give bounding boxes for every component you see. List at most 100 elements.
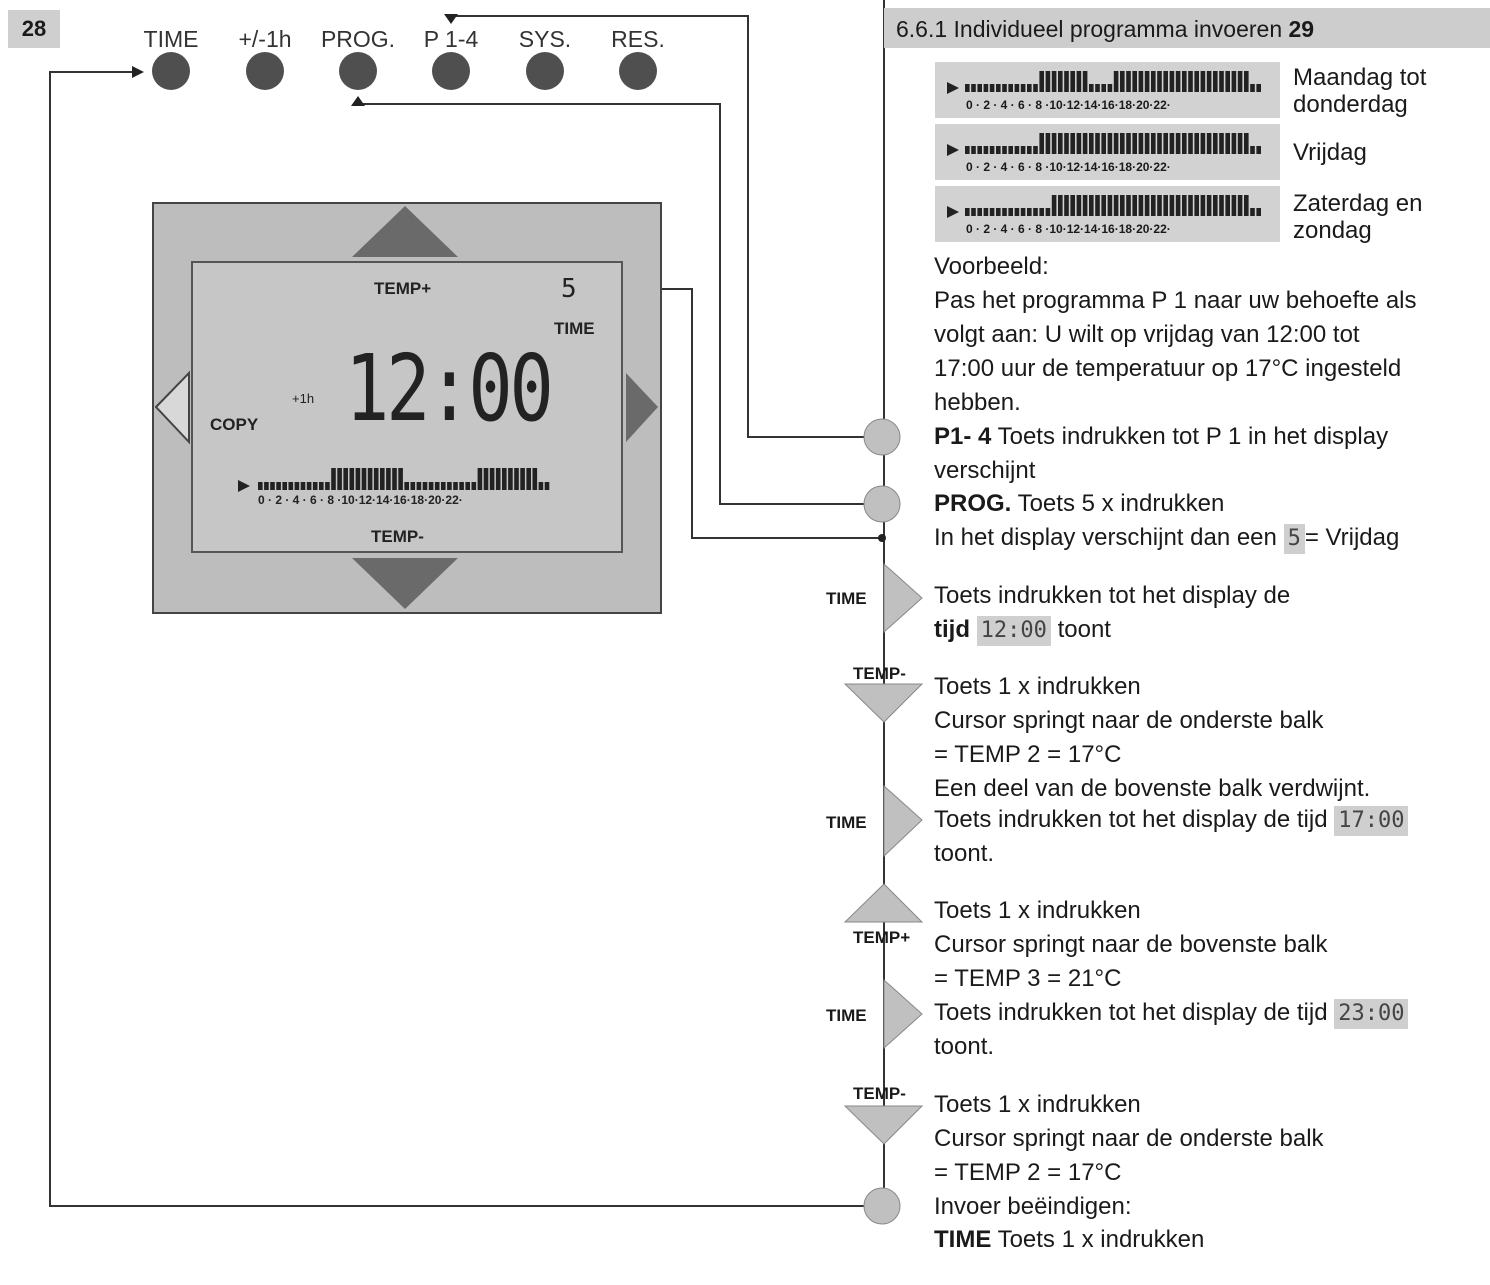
program-bar-segment [1070, 133, 1075, 154]
lcd-temp-plus: TEMP+ [374, 279, 432, 298]
program-bar-segment [1250, 84, 1255, 92]
time-step-3-label: TIME [826, 1006, 867, 1025]
program-bar-segment [1120, 195, 1125, 216]
display-arrow-keys [154, 206, 658, 609]
program-thumb-mon-thu [935, 62, 1280, 118]
program-bar-segment [1138, 133, 1144, 154]
example-line: Pas het programma P 1 naar uw behoefte a… [934, 287, 1417, 314]
program-bar-segment [306, 482, 312, 490]
example-line: volgt aan: U wilt op vrijdag van 12:00 t… [934, 321, 1360, 348]
program-bar-segment [1237, 195, 1243, 216]
cursor-arrow-icon [947, 144, 959, 156]
lcd-day-digit: 5 [561, 274, 577, 304]
time-button[interactable] [152, 52, 190, 90]
program-bar-segment [502, 468, 507, 490]
program-bar-segment [989, 146, 995, 154]
prog-step-text: PROG. Toets 5 x indrukken [934, 490, 1225, 517]
program-bar-segment [1120, 133, 1125, 154]
time-step-3-line2: toont. [934, 1033, 995, 1060]
prog-button-label: PROG. [320, 26, 396, 52]
res-button-label: RES. [611, 26, 665, 52]
time-step-2-line: Toets indrukken tot het display de tijd … [934, 803, 1409, 837]
program-bar-segment [1039, 71, 1044, 92]
program-bar-segment [1188, 195, 1193, 216]
program-bar-segment [1237, 71, 1243, 92]
program-bar-segment [270, 482, 275, 490]
program-thumb-scale: 0 · 2 · 4 · 6 · 8 ·10·12·14·16·18·20·22· [966, 222, 1171, 236]
temp-plus-step-line: = TEMP 3 = 21°C [934, 965, 1122, 992]
program-bar-segment [1076, 133, 1082, 154]
p14-key: P1- 4 [934, 423, 992, 450]
program-bar-segment [996, 84, 1001, 92]
lcd-time-label: TIME [554, 319, 595, 338]
program-bar-segment [1008, 208, 1013, 216]
program-bar-segment [1033, 84, 1038, 92]
final-step-text: TIME Toets 1 x indrukken [934, 1226, 1205, 1253]
time-step-2-arrow [883, 784, 923, 858]
program-bar-segment [489, 468, 495, 490]
lcd-screen [191, 261, 623, 553]
final-key: TIME [934, 1226, 992, 1253]
program-bar-segment [508, 468, 513, 490]
program-bar-segment [965, 84, 970, 92]
program-thumb-fri [935, 124, 1280, 180]
program-bar-segment [1169, 71, 1175, 92]
program-bar-segment [977, 84, 982, 92]
program-bar-segment [965, 208, 970, 216]
program-bar-segment [1163, 133, 1168, 154]
program-bar-segment [1144, 195, 1150, 216]
program-bar-segment [1175, 133, 1181, 154]
program-bar-segment [1082, 133, 1088, 154]
down-arrow-icon [352, 558, 458, 609]
program-bar-segment [1194, 195, 1199, 216]
program-bar-segment [1231, 71, 1237, 92]
prog-button[interactable] [339, 52, 377, 90]
program-bar-segment [983, 146, 989, 154]
temp-minus-step-1-arrow [843, 683, 924, 723]
program-bar-segment [1256, 84, 1261, 92]
sys-button[interactable] [526, 52, 564, 90]
lcd-temp-minus: TEMP- [371, 527, 424, 546]
p14-step-text-2: verschijnt [934, 457, 1036, 484]
temp-minus-step-1-line: = TEMP 2 = 17°C [934, 741, 1122, 768]
plus-minus-1h-button-label: +/-1h [238, 26, 292, 52]
time-step-1-line: Toets indrukken tot het display de [934, 582, 1291, 609]
program-bar-segment [977, 146, 982, 154]
program-bar-segment [1206, 195, 1212, 216]
program-bar-segment [1244, 195, 1249, 216]
program-bar-segment [276, 482, 281, 490]
program-bar-segment [996, 146, 1001, 154]
program-bar-segment [337, 468, 342, 490]
p14-button[interactable] [432, 52, 470, 90]
program-bar-segment [1225, 71, 1230, 92]
program-bar-segment [971, 208, 976, 216]
plus-minus-1h-button[interactable] [246, 52, 284, 90]
program-bar-segment [1113, 195, 1119, 216]
day-label-fri: Vrijdag [1293, 139, 1367, 166]
temp-minus-step-2-line: Cursor springt naar de onderste balk [934, 1125, 1324, 1152]
program-bar-segment [1082, 71, 1088, 92]
res-button[interactable] [619, 52, 657, 90]
program-bar-segment [1132, 195, 1137, 216]
time-badge-1200: 12:00 [976, 616, 1051, 646]
program-bar-segment [1256, 208, 1261, 216]
display-digit-badge: 5 [1283, 524, 1305, 554]
program-bar-segment [349, 468, 355, 490]
program-bar-segment [325, 482, 330, 490]
program-bar-segment [989, 84, 995, 92]
program-bar-segment [1113, 133, 1119, 154]
program-bar-segment [1200, 195, 1206, 216]
program-bar-segment [526, 468, 531, 490]
program-bar-segment [1256, 146, 1261, 154]
program-bar-segment [1138, 71, 1144, 92]
program-bar-segment [1225, 133, 1230, 154]
lcd-copy: COPY [210, 415, 259, 434]
program-bar-segment [1027, 84, 1032, 92]
prog-key: PROG. [934, 490, 1012, 517]
program-bar-segment [1089, 133, 1094, 154]
p14-step-circle [863, 418, 901, 456]
program-bar-segment [1051, 133, 1057, 154]
program-bar-segment [319, 482, 324, 490]
program-thumb-scale: 0 · 2 · 4 · 6 · 8 ·10·12·14·16·18·20·22· [966, 98, 1171, 112]
program-bar-segment [1225, 195, 1230, 216]
